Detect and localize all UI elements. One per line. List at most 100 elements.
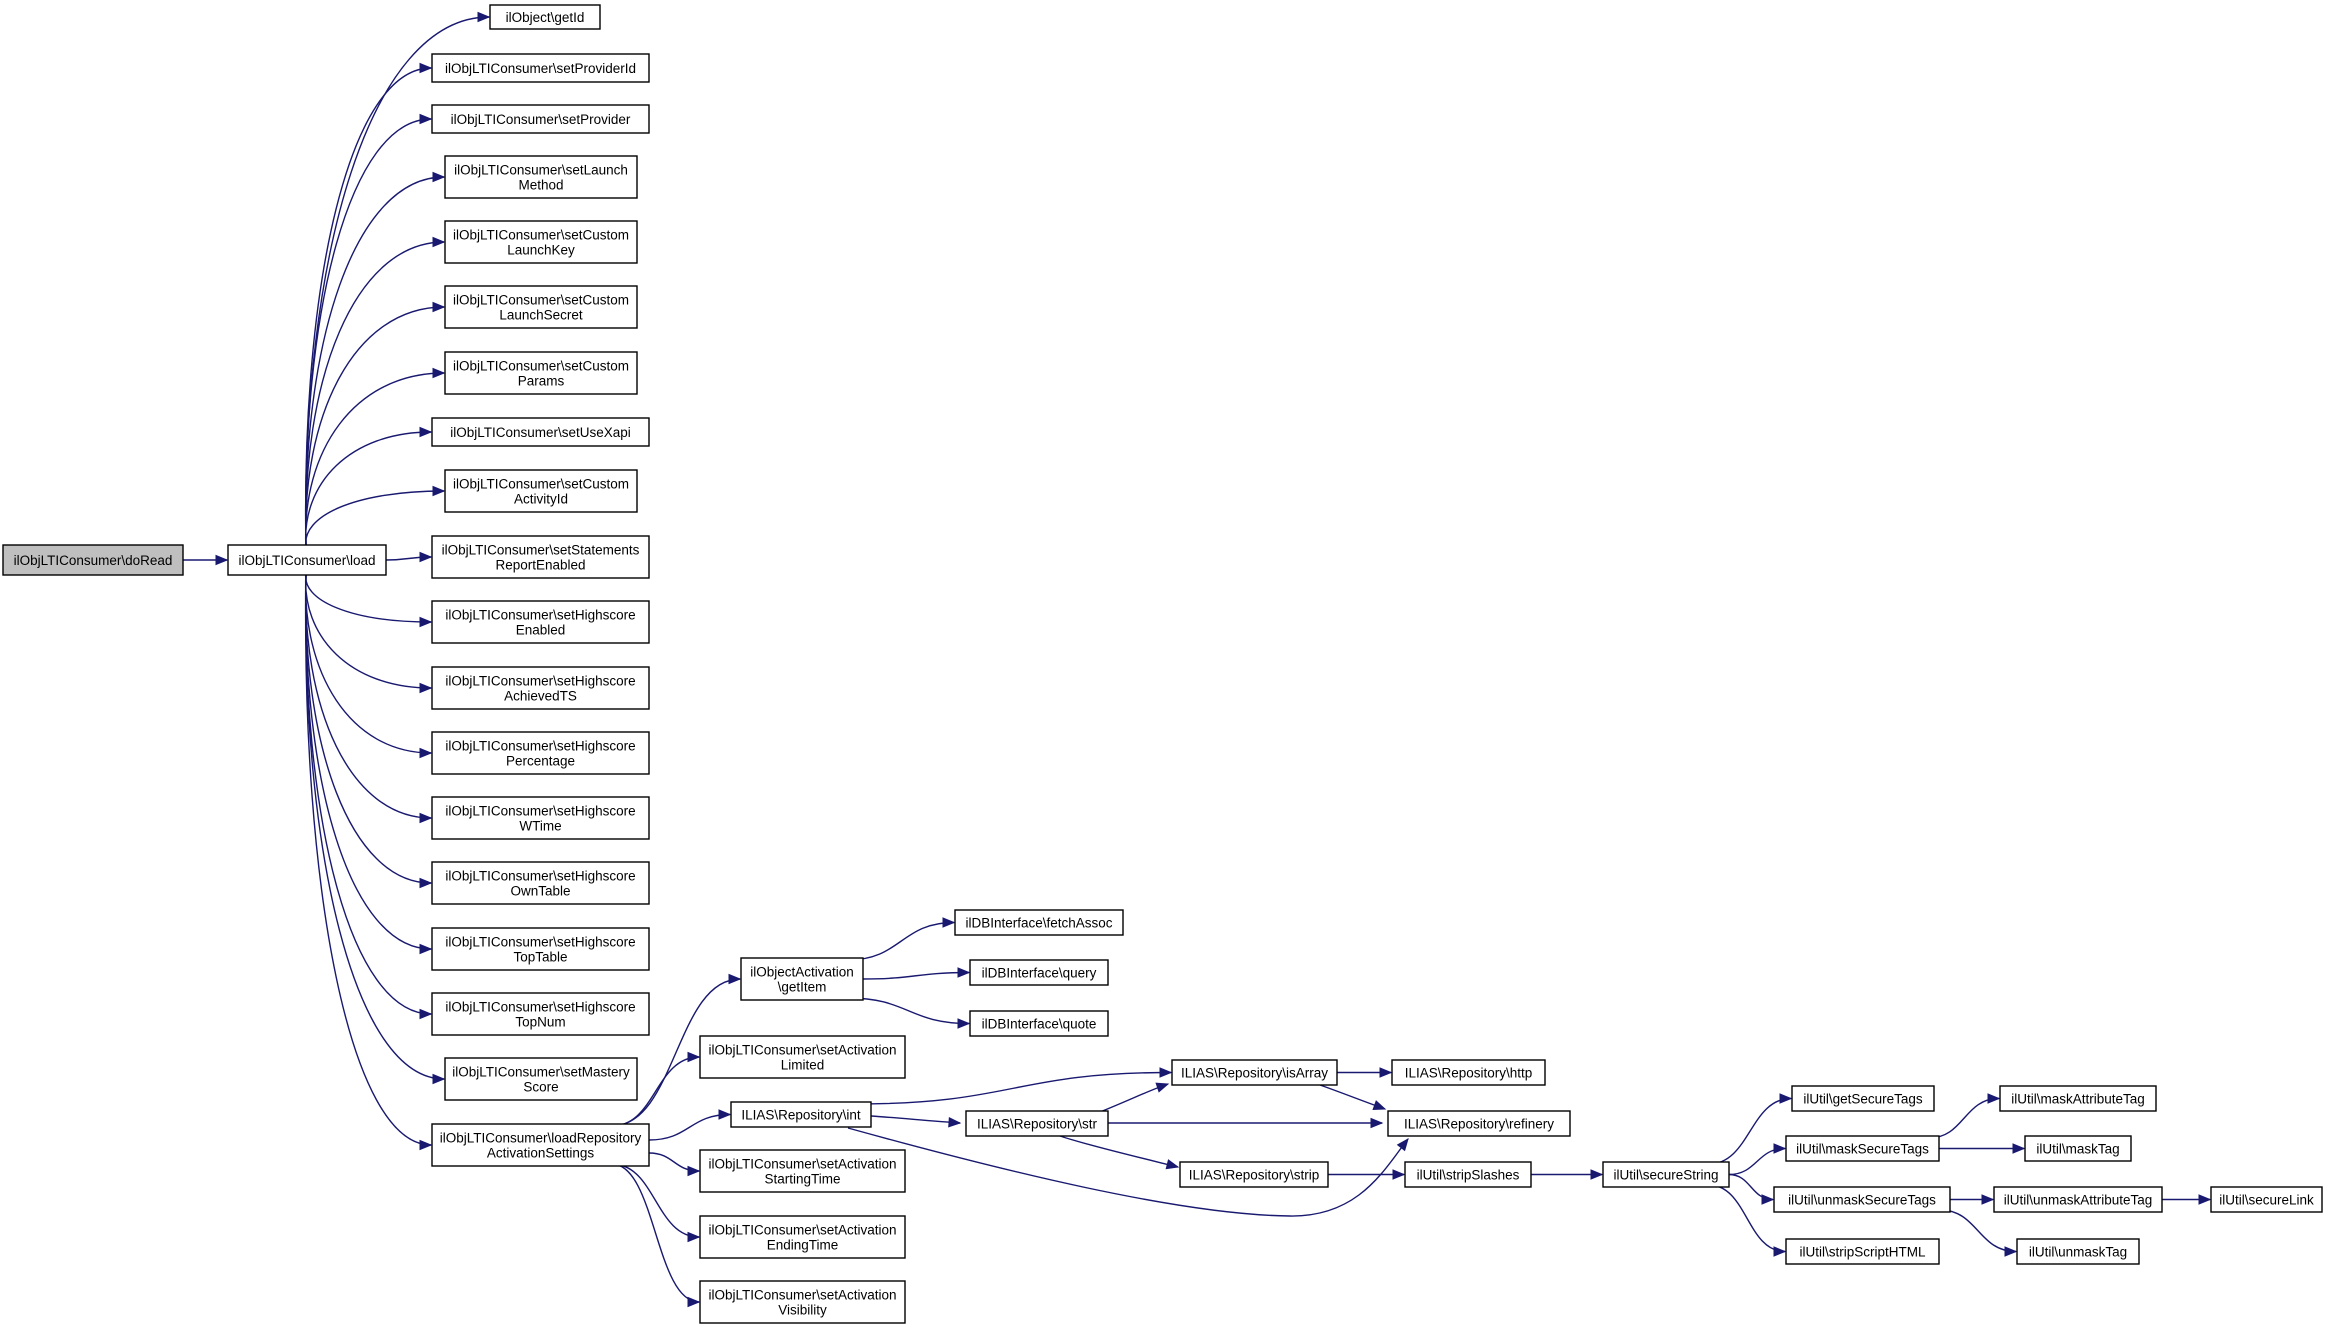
node-stripSlashes-box[interactable] bbox=[1404, 1161, 1532, 1188]
node-setLaunchMethod-box[interactable] bbox=[444, 155, 638, 199]
edge-load-to-setCustomLaunchKey-arrowhead bbox=[432, 236, 446, 248]
node-setProvider[interactable]: ilObjLTIConsumer\setProvider bbox=[431, 104, 650, 134]
node-stripScriptHTML[interactable]: ilUtil\stripScriptHTML bbox=[1785, 1238, 1940, 1265]
node-setHighscoreOwnTable-box[interactable] bbox=[431, 861, 650, 905]
edge-load-to-setHighscoreTopNum-arrowhead bbox=[419, 1008, 433, 1020]
node-query[interactable]: ilDBInterface\query bbox=[969, 959, 1109, 986]
node-setActivationEndingTime-box[interactable] bbox=[699, 1215, 906, 1259]
node-repoInt-box[interactable] bbox=[730, 1101, 872, 1128]
node-repoInt[interactable]: ILIAS\Repository\int bbox=[730, 1101, 872, 1128]
node-setHighscorePercentage-box[interactable] bbox=[431, 731, 650, 775]
node-fetchAssoc[interactable]: ilDBInterface\fetchAssoc bbox=[954, 909, 1124, 936]
node-secureString[interactable]: ilUtil\secureString bbox=[1602, 1161, 1730, 1188]
node-setHighscorePercentage-label: Percentage bbox=[506, 754, 575, 769]
node-maskAttributeTag[interactable]: ilUtil\maskAttributeTag bbox=[1999, 1085, 2157, 1112]
node-repoStrip-box[interactable] bbox=[1179, 1161, 1329, 1188]
node-setActivationStartingTime-box[interactable] bbox=[699, 1149, 906, 1193]
node-unmaskSecureTags-box[interactable] bbox=[1773, 1186, 1951, 1213]
node-secureLink-box[interactable] bbox=[2210, 1186, 2323, 1213]
node-getSecureTags-box[interactable] bbox=[1791, 1085, 1935, 1112]
node-setStatementsReportEnabled-box[interactable] bbox=[431, 535, 650, 579]
node-refinery-box[interactable] bbox=[1387, 1110, 1571, 1137]
node-unmaskTag-box[interactable] bbox=[2016, 1238, 2140, 1265]
node-setCustomParams-box[interactable] bbox=[444, 351, 638, 395]
node-query-box[interactable] bbox=[969, 959, 1109, 986]
node-setHighscoreTopNum-box[interactable] bbox=[431, 992, 650, 1036]
node-maskSecureTags[interactable]: ilUtil\maskSecureTags bbox=[1785, 1135, 1940, 1162]
node-isArray[interactable]: ILIAS\Repository\isArray bbox=[1171, 1059, 1338, 1086]
node-load[interactable]: ilObjLTIConsumer\load bbox=[227, 544, 387, 576]
node-stripScriptHTML-box[interactable] bbox=[1785, 1238, 1940, 1265]
node-setHighscoreAchievedTS-box[interactable] bbox=[431, 666, 650, 710]
node-setUseXapi-box[interactable] bbox=[431, 417, 650, 447]
node-repoStr-box[interactable] bbox=[965, 1110, 1109, 1137]
node-setHighscoreWTime-box[interactable] bbox=[431, 796, 650, 840]
node-loadRepositoryActivationSettings[interactable]: ilObjLTIConsumer\loadRepositoryActivatio… bbox=[431, 1123, 650, 1167]
node-setCustomLaunchKey-label: LaunchKey bbox=[507, 243, 575, 258]
node-setHighscoreTopTable-box[interactable] bbox=[431, 927, 650, 971]
node-setHighscoreEnabled-box[interactable] bbox=[431, 600, 650, 644]
node-loadRepositoryActivationSettings-box[interactable] bbox=[431, 1123, 650, 1167]
node-setMasteryScore-box[interactable] bbox=[444, 1057, 638, 1101]
node-stripSlashes[interactable]: ilUtil\stripSlashes bbox=[1404, 1161, 1532, 1188]
node-repoStr[interactable]: ILIAS\Repository\str bbox=[965, 1110, 1109, 1137]
node-secureLink[interactable]: ilUtil\secureLink bbox=[2210, 1186, 2323, 1213]
node-maskTag[interactable]: ilUtil\maskTag bbox=[2024, 1135, 2132, 1162]
node-getItem[interactable]: ilObjectActivation\getItem bbox=[740, 957, 864, 1001]
node-setActivationVisibility-box[interactable] bbox=[699, 1280, 906, 1324]
edge-repoInt-to-refinery-arrowhead bbox=[1396, 1137, 1409, 1152]
node-setProviderId[interactable]: ilObjLTIConsumer\setProviderId bbox=[431, 53, 650, 83]
node-fetchAssoc-box[interactable] bbox=[954, 909, 1124, 936]
node-getId-box[interactable] bbox=[489, 4, 601, 30]
node-isArray-box[interactable] bbox=[1171, 1059, 1338, 1086]
node-refinery[interactable]: ILIAS\Repository\refinery bbox=[1387, 1110, 1571, 1137]
edge-load-to-setHighscoreEnabled bbox=[305, 572, 432, 623]
node-http-box[interactable] bbox=[1391, 1059, 1546, 1086]
node-load-box[interactable] bbox=[227, 544, 387, 576]
node-setProvider-box[interactable] bbox=[431, 104, 650, 134]
node-unmaskTag[interactable]: ilUtil\unmaskTag bbox=[2016, 1238, 2140, 1265]
node-doRead[interactable]: ilObjLTIConsumer\doRead bbox=[2, 544, 184, 576]
node-doRead-box[interactable] bbox=[2, 544, 184, 576]
node-setStatementsReportEnabled[interactable]: ilObjLTIConsumer\setStatementsReportEnab… bbox=[431, 535, 650, 579]
node-maskAttributeTag-box[interactable] bbox=[1999, 1085, 2157, 1112]
node-quote-box[interactable] bbox=[969, 1010, 1109, 1037]
node-setUseXapi[interactable]: ilObjLTIConsumer\setUseXapi bbox=[431, 417, 650, 447]
node-setProviderId-box[interactable] bbox=[431, 53, 650, 83]
node-unmaskAttributeTag-box[interactable] bbox=[1993, 1186, 2163, 1213]
node-getSecureTags[interactable]: ilUtil\getSecureTags bbox=[1791, 1085, 1935, 1112]
node-unmaskSecureTags[interactable]: ilUtil\unmaskSecureTags bbox=[1773, 1186, 1951, 1213]
node-secureString-box[interactable] bbox=[1602, 1161, 1730, 1188]
edge-maskSecureTags-to-maskTag-arrowhead bbox=[2012, 1143, 2026, 1154]
node-setCustomLaunchKey-box[interactable] bbox=[444, 220, 638, 264]
node-quote[interactable]: ilDBInterface\quote bbox=[969, 1010, 1109, 1037]
node-setActivationLimited-box[interactable] bbox=[699, 1035, 906, 1079]
node-getItem-box[interactable] bbox=[740, 957, 864, 1001]
node-repoStrip[interactable]: ILIAS\Repository\strip bbox=[1179, 1161, 1329, 1188]
node-maskSecureTags-box[interactable] bbox=[1785, 1135, 1940, 1162]
node-unmaskAttributeTag[interactable]: ilUtil\unmaskAttributeTag bbox=[1993, 1186, 2163, 1213]
edge-load-to-setHighscorePercentage bbox=[304, 572, 432, 754]
node-setActivationStartingTime[interactable]: ilObjLTIConsumer\setActivationStartingTi… bbox=[699, 1149, 906, 1193]
node-http[interactable]: ILIAS\Repository\http bbox=[1391, 1059, 1546, 1086]
node-setCustomLaunchSecret-box[interactable] bbox=[444, 285, 638, 329]
node-setCustomActivityId-box[interactable] bbox=[444, 469, 638, 513]
node-getId[interactable]: ilObject\getId bbox=[489, 4, 601, 30]
node-maskTag-box[interactable] bbox=[2024, 1135, 2132, 1162]
